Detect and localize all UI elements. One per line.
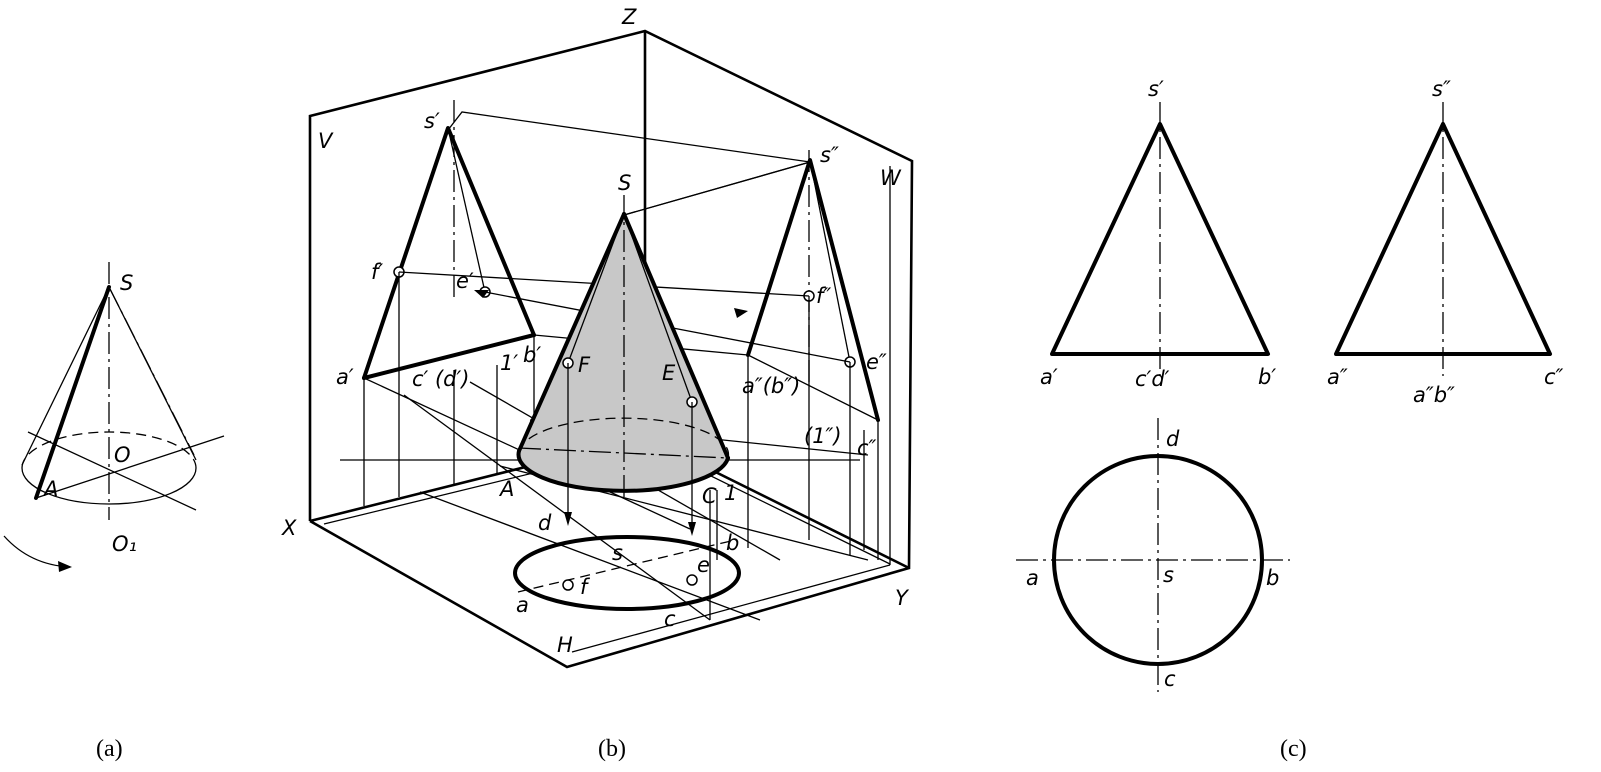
- label-e: e: [697, 553, 710, 577]
- cone-outline-right: [622, 212, 730, 460]
- label-s1: s′: [424, 109, 440, 133]
- figure-a: S O A O₁ (a): [3, 262, 225, 762]
- label-A: A: [42, 477, 58, 501]
- w-triangle-base: [747, 354, 879, 421]
- point-e: [686, 574, 698, 586]
- caption-a: (a): [96, 736, 123, 762]
- label-cd1: c′d′: [1135, 367, 1170, 391]
- label-O: O: [114, 443, 131, 467]
- hidden-generator: [108, 286, 195, 456]
- label-H: H: [557, 633, 573, 657]
- v-triangle-base: [362, 333, 536, 380]
- label-b1: b′: [1258, 365, 1276, 389]
- base-axis-1: [27, 431, 197, 511]
- cone-body: [518, 214, 728, 491]
- label-d: d: [1166, 427, 1180, 451]
- label-a: a: [1026, 566, 1039, 590]
- label-c: c: [664, 607, 676, 631]
- leading-generator: [34, 285, 111, 500]
- label-O1: O₁: [112, 532, 137, 556]
- v-generator-e: [447, 127, 486, 293]
- label-ab2: a″b″: [1413, 383, 1455, 407]
- label-s1: s′: [1148, 77, 1164, 101]
- side-view-triangle: [1334, 122, 1552, 356]
- label-a2: a″: [1327, 365, 1348, 389]
- label-X: X: [281, 516, 297, 540]
- label-Y: Y: [895, 586, 910, 610]
- base-front: [21, 467, 197, 505]
- arrow-e-head: [688, 522, 696, 536]
- front-view-triangle: [1050, 122, 1270, 356]
- caption-b: (b): [598, 736, 626, 762]
- label-ab2: a″(b″): [742, 374, 800, 398]
- apex-projector-line: [623, 161, 811, 216]
- projection-box-outline: [308, 29, 914, 669]
- label-S: S: [618, 171, 631, 195]
- h-ellipse: [513, 535, 741, 611]
- label-a1: a′: [336, 365, 354, 389]
- rotation-arrow-head: [58, 561, 72, 572]
- label-e2: e″: [866, 350, 887, 374]
- label-s2: s″: [820, 143, 839, 167]
- label-one1: 1′: [500, 351, 518, 375]
- point-f: [562, 579, 574, 591]
- figure-c: s′ a′ c′d′ b′ s″ a″ a″b″ c″ d a s b c (c…: [1016, 77, 1564, 762]
- label-f2: f″: [816, 284, 831, 308]
- label-s2: s″: [1432, 77, 1451, 101]
- label-one: 1: [724, 481, 737, 505]
- caption-c: (c): [1280, 736, 1307, 762]
- label-c2: c″: [1544, 365, 1564, 389]
- arrow-d-head: [564, 512, 572, 526]
- cone-base-front: [516, 449, 730, 493]
- label-S: S: [120, 271, 133, 295]
- base-axis-2: [35, 435, 225, 499]
- cone-generator-E: [623, 213, 693, 403]
- figure-b: Z X Y V W H S s′ s″ f′ e′ f″ e″ a′ c′ (d…: [281, 5, 914, 762]
- label-one2: (1″): [804, 424, 842, 448]
- label-E: E: [662, 361, 676, 385]
- label-b1: b′: [523, 343, 541, 367]
- apex-projector-box: [447, 111, 811, 216]
- label-f: f: [580, 575, 591, 599]
- label-F: F: [578, 353, 591, 377]
- label-C: C: [702, 484, 717, 508]
- label-Z: Z: [621, 5, 637, 29]
- v-generator-f: [398, 127, 449, 273]
- label-W: W: [880, 166, 902, 190]
- w-generator: [809, 159, 851, 363]
- label-a: a: [516, 593, 529, 617]
- label-c2: c″: [857, 436, 877, 460]
- arrow-right-head: [734, 308, 748, 318]
- label-s: s: [1163, 563, 1174, 587]
- arrow-left-head: [474, 290, 489, 298]
- label-a1: a′: [1040, 365, 1058, 389]
- label-e1: e′: [456, 269, 474, 293]
- label-s: s: [612, 541, 623, 565]
- base-back: [21, 431, 197, 469]
- h-diameter: [517, 539, 736, 593]
- generator-left: [21, 286, 110, 466]
- label-c: c: [1164, 667, 1176, 691]
- cone-outline-left: [517, 212, 626, 453]
- label-b: b: [1266, 566, 1279, 590]
- label-V: V: [318, 129, 334, 153]
- label-f1: f′: [371, 260, 383, 284]
- cone-generator-F: [567, 213, 625, 364]
- label-b: b: [726, 531, 739, 555]
- label-A: A: [498, 477, 514, 501]
- label-d: d: [538, 511, 552, 535]
- cone-base-back: [518, 417, 730, 459]
- label-cd1: c′ (d′): [412, 367, 469, 391]
